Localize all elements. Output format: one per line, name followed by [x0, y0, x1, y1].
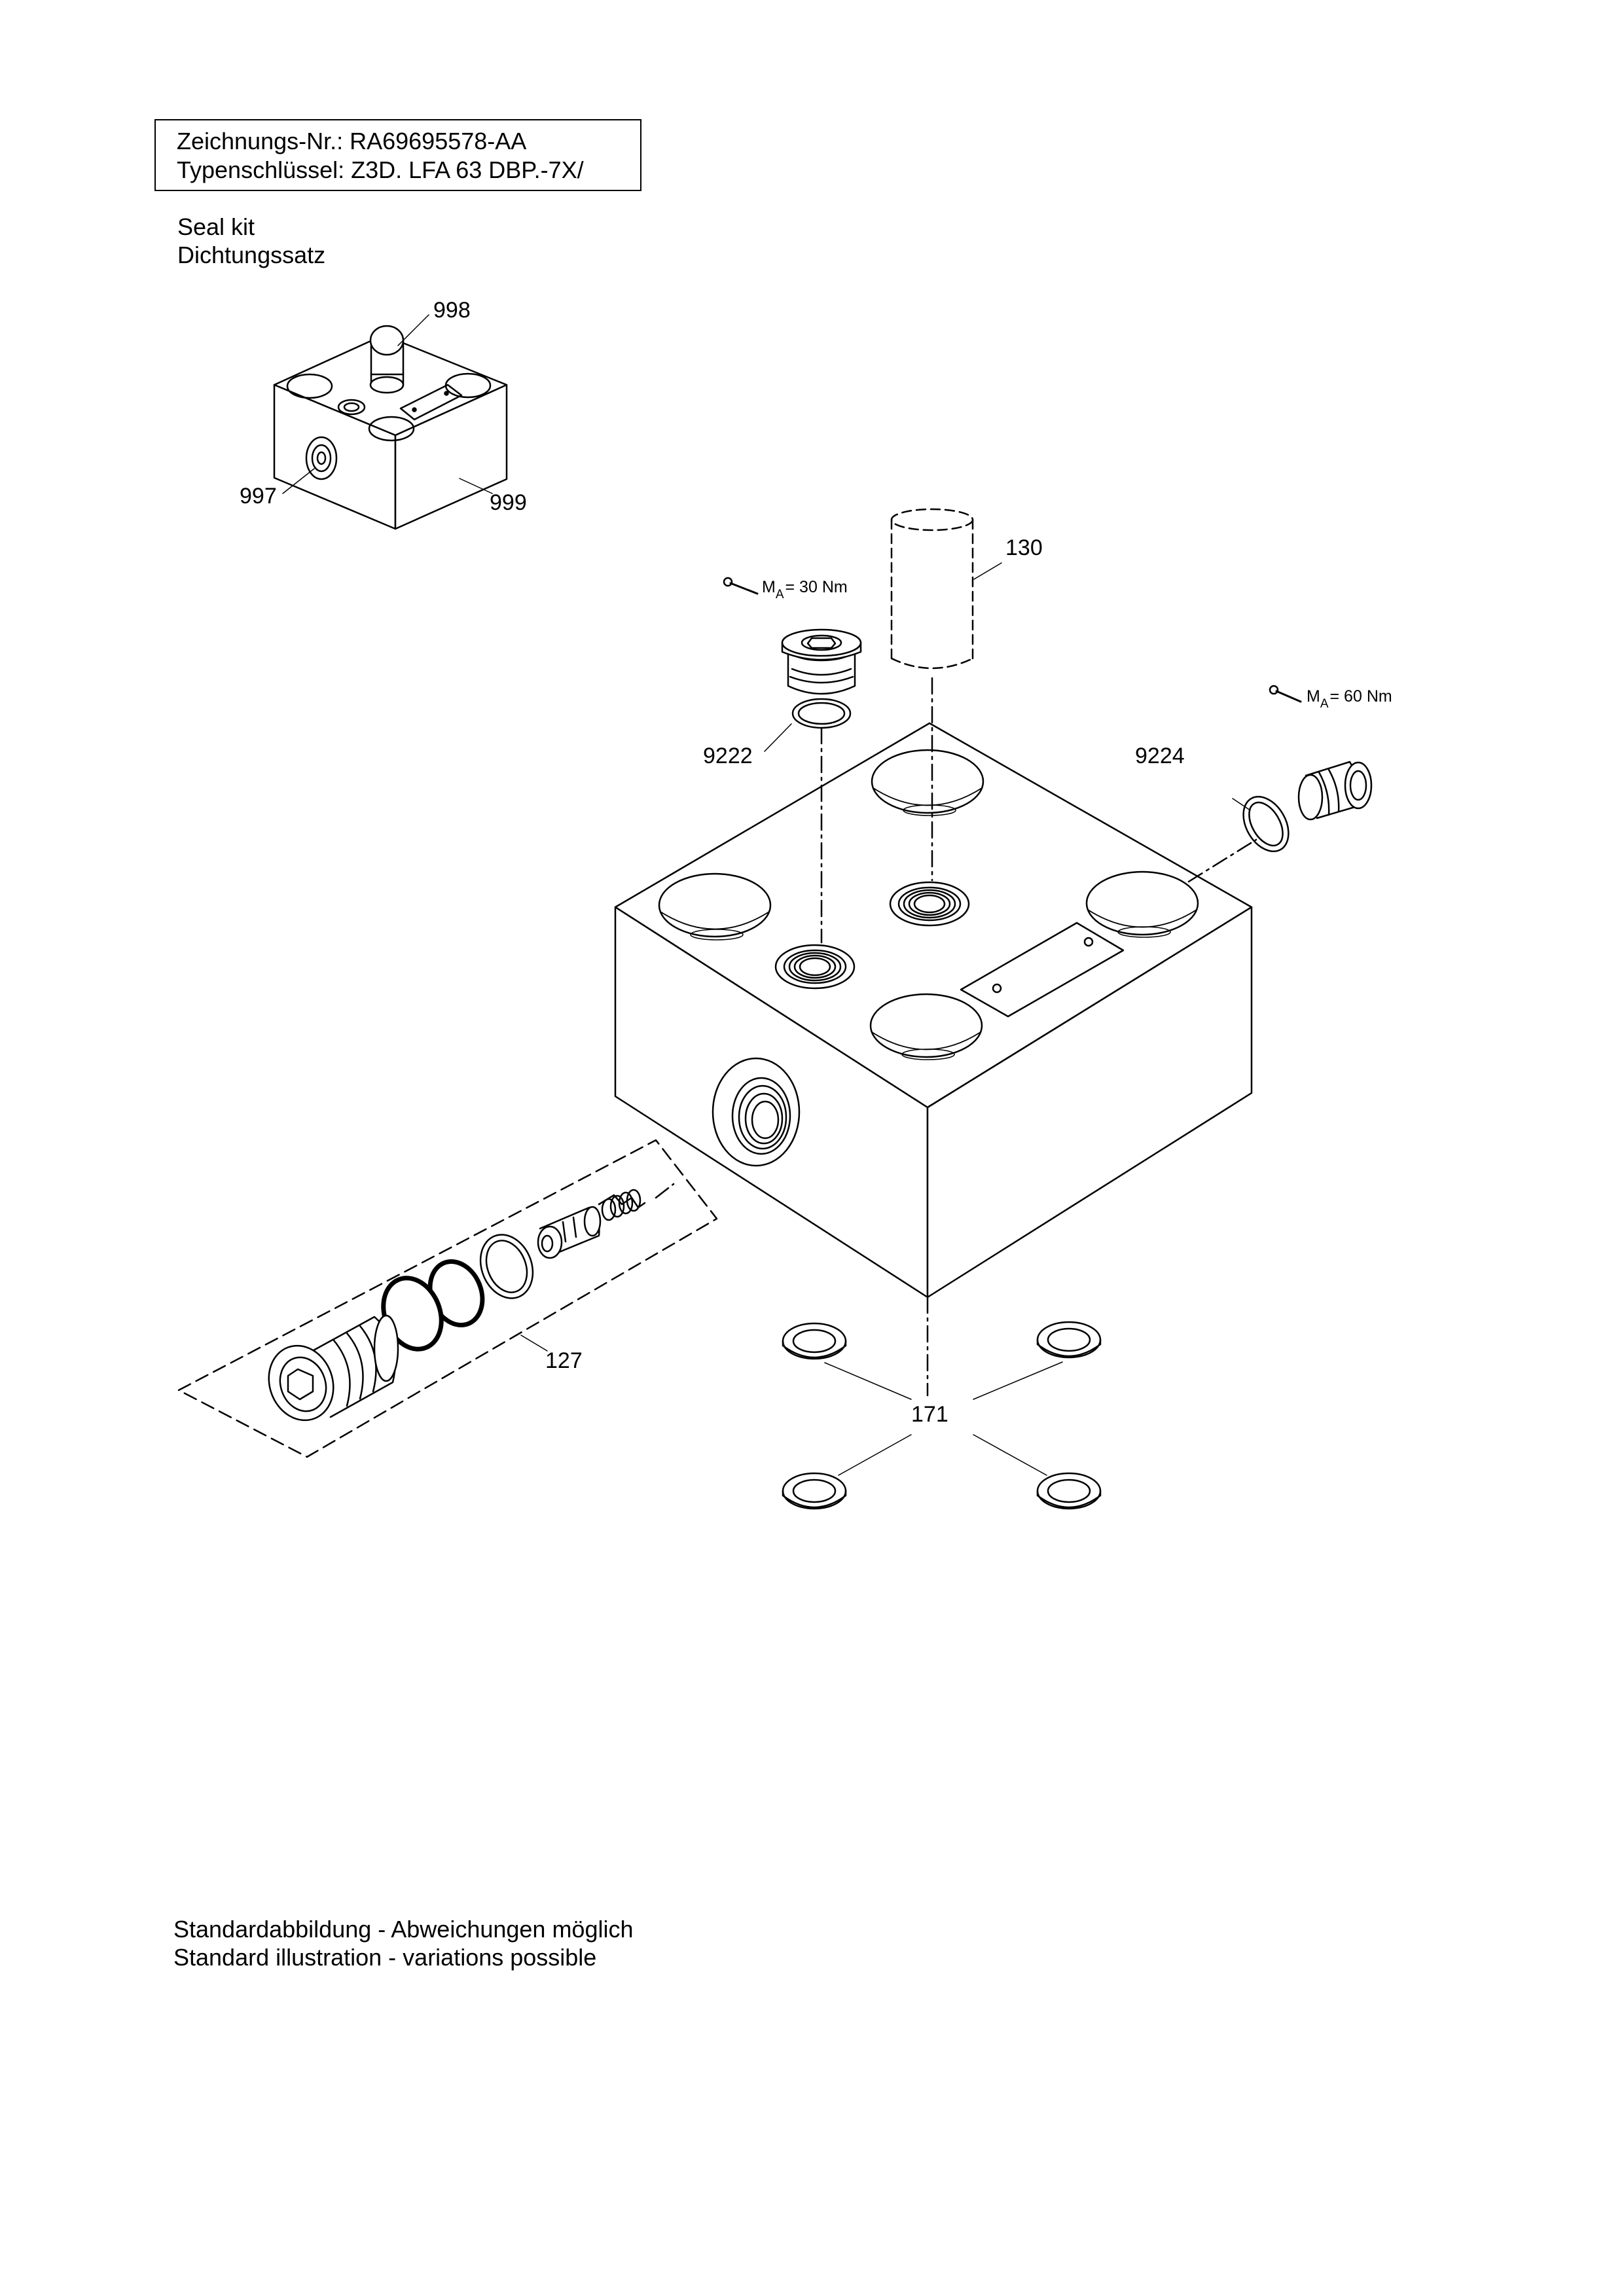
callout-998: 998: [433, 298, 471, 323]
seal-ring-171: [1036, 1321, 1102, 1359]
valve-block: [614, 722, 1253, 1299]
block-pocket: [1085, 870, 1199, 938]
drawing-number: Zeichnungs-Nr.: RA69695578-AA: [177, 128, 527, 154]
torque-label-30: MA= 30 Nm: [762, 578, 848, 601]
callout-9222: 9222: [703, 744, 753, 768]
kit-label-en: Seal kit: [177, 213, 255, 240]
top-plug: [781, 628, 862, 695]
type-code: Typenschlüssel: Z3D. LFA 63 DBP.-7X/: [177, 156, 584, 183]
seal-ring-171: [782, 1322, 847, 1360]
o-ring-9222: [791, 698, 852, 729]
block-pocket: [658, 872, 772, 941]
cylinder-130: [890, 508, 1002, 670]
threaded-port: [774, 944, 856, 990]
wrench-icon: [1269, 685, 1302, 703]
callout-130: 130: [1005, 535, 1043, 560]
callout-171: 171: [911, 1402, 948, 1427]
footer-note-en: Standard illustration - variations possi…: [173, 1944, 597, 1971]
footer-note-de: Standardabbildung - Abweichungen möglich: [173, 1916, 634, 1943]
side-port: [712, 1057, 801, 1167]
seal-ring-171: [782, 1472, 847, 1510]
title-block: Zeichnungs-Nr.: RA69695578-AA Typenschlü…: [154, 119, 641, 191]
block-pocket: [869, 993, 983, 1060]
callout-997: 997: [240, 484, 277, 509]
seal-ring-171: [1036, 1472, 1102, 1510]
o-ring-9224: [1242, 795, 1290, 853]
seal-kit-thumbnail: [273, 314, 508, 530]
threaded-port: [889, 881, 970, 927]
callout-127: 127: [545, 1348, 583, 1373]
side-plug: [1297, 761, 1373, 821]
block-pocket: [871, 749, 984, 816]
cartridge-insert-127: [177, 1139, 718, 1458]
callout-9224: 9224: [1135, 744, 1185, 768]
kit-label-de: Dichtungssatz: [177, 242, 326, 268]
callout-999: 999: [490, 490, 527, 515]
torque-label-60: MA= 60 Nm: [1307, 687, 1392, 711]
wrench-icon: [723, 577, 759, 595]
